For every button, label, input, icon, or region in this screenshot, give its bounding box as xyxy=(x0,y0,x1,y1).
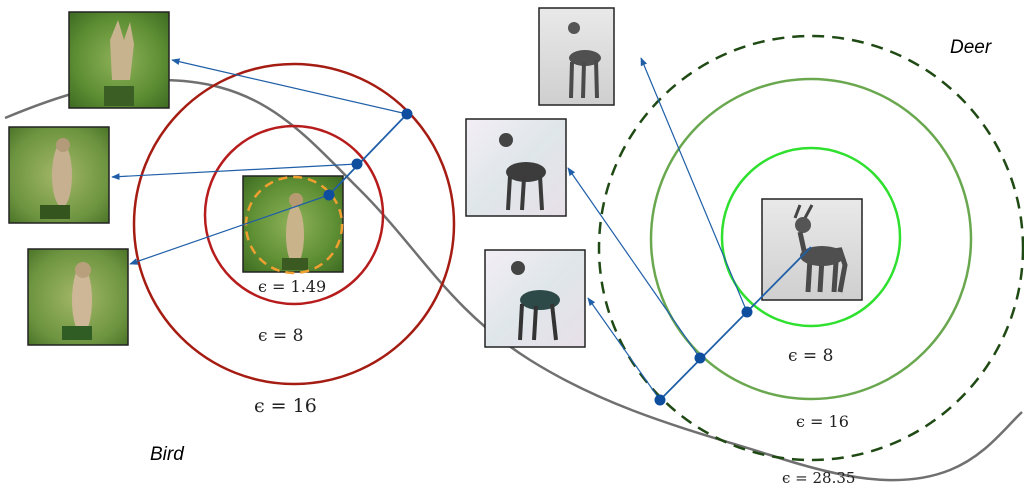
bird-min-eps-circle xyxy=(244,175,344,275)
deer-eps16-circle xyxy=(649,77,973,401)
bird-eps8-circle xyxy=(203,124,385,306)
bird-eps-large-label: ϵ = 16 xyxy=(254,395,317,417)
deer-class-label: Deer xyxy=(950,37,992,58)
deer-center-image xyxy=(761,198,863,301)
deer-perturbation-path xyxy=(567,57,812,406)
bird-adv-image-2 xyxy=(8,126,110,224)
deer-point-28 xyxy=(654,394,666,406)
deer-adv-image-3 xyxy=(484,249,586,348)
deer-eps-large-label: ϵ = 28.35 xyxy=(782,469,855,487)
bird-eps16-circle xyxy=(132,62,456,386)
bird-class-label: Bird xyxy=(150,444,185,465)
deer-eps-mid-label: ϵ = 16 xyxy=(796,412,849,431)
deer-adv-image-1 xyxy=(538,7,615,106)
deer-eps8-circle xyxy=(720,146,902,328)
deer-point-16 xyxy=(694,352,706,364)
deer-point-8 xyxy=(741,306,753,318)
bird-adv-image-1 xyxy=(68,11,170,109)
bird-eps-small-label: ϵ = 1.49 xyxy=(258,277,326,296)
bird-adv-image-3 xyxy=(27,248,129,346)
deer-eps28-circle xyxy=(597,34,1024,462)
bird-point-center xyxy=(323,189,335,201)
deer-adv-image-2 xyxy=(465,118,567,217)
deer-eps-small-label: ϵ = 8 xyxy=(788,346,833,366)
bird-eps-mid-label: ϵ = 8 xyxy=(258,326,303,346)
bird-point-16 xyxy=(401,108,413,120)
bird-perturbation-path xyxy=(111,58,413,265)
bird-point-8 xyxy=(351,158,363,170)
